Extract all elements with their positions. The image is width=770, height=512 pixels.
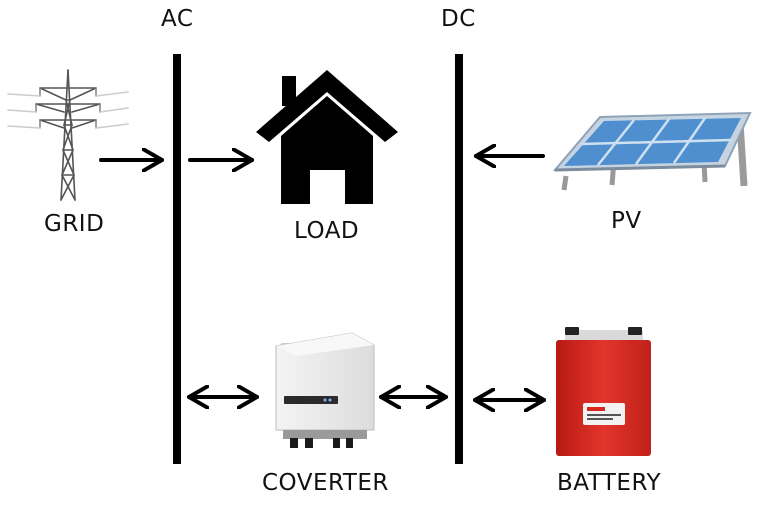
house-icon (256, 70, 398, 204)
flow-arrows (99, 156, 546, 400)
pv-label: PV (611, 208, 642, 234)
converter-label: COVERTER (262, 470, 389, 496)
dc-bus-label: DC (441, 6, 476, 32)
ac-bus-line (173, 54, 181, 464)
solar-panel-icon (552, 111, 752, 191)
load-label: LOAD (294, 218, 360, 244)
inverter-icon (275, 332, 375, 448)
battery-icon (556, 327, 651, 456)
grid-label: GRID (44, 211, 105, 237)
battery-label: BATTERY (557, 470, 662, 496)
ac-bus-label: AC (161, 6, 194, 32)
dc-bus-line (455, 54, 463, 464)
transmission-tower-icon (7, 69, 129, 201)
